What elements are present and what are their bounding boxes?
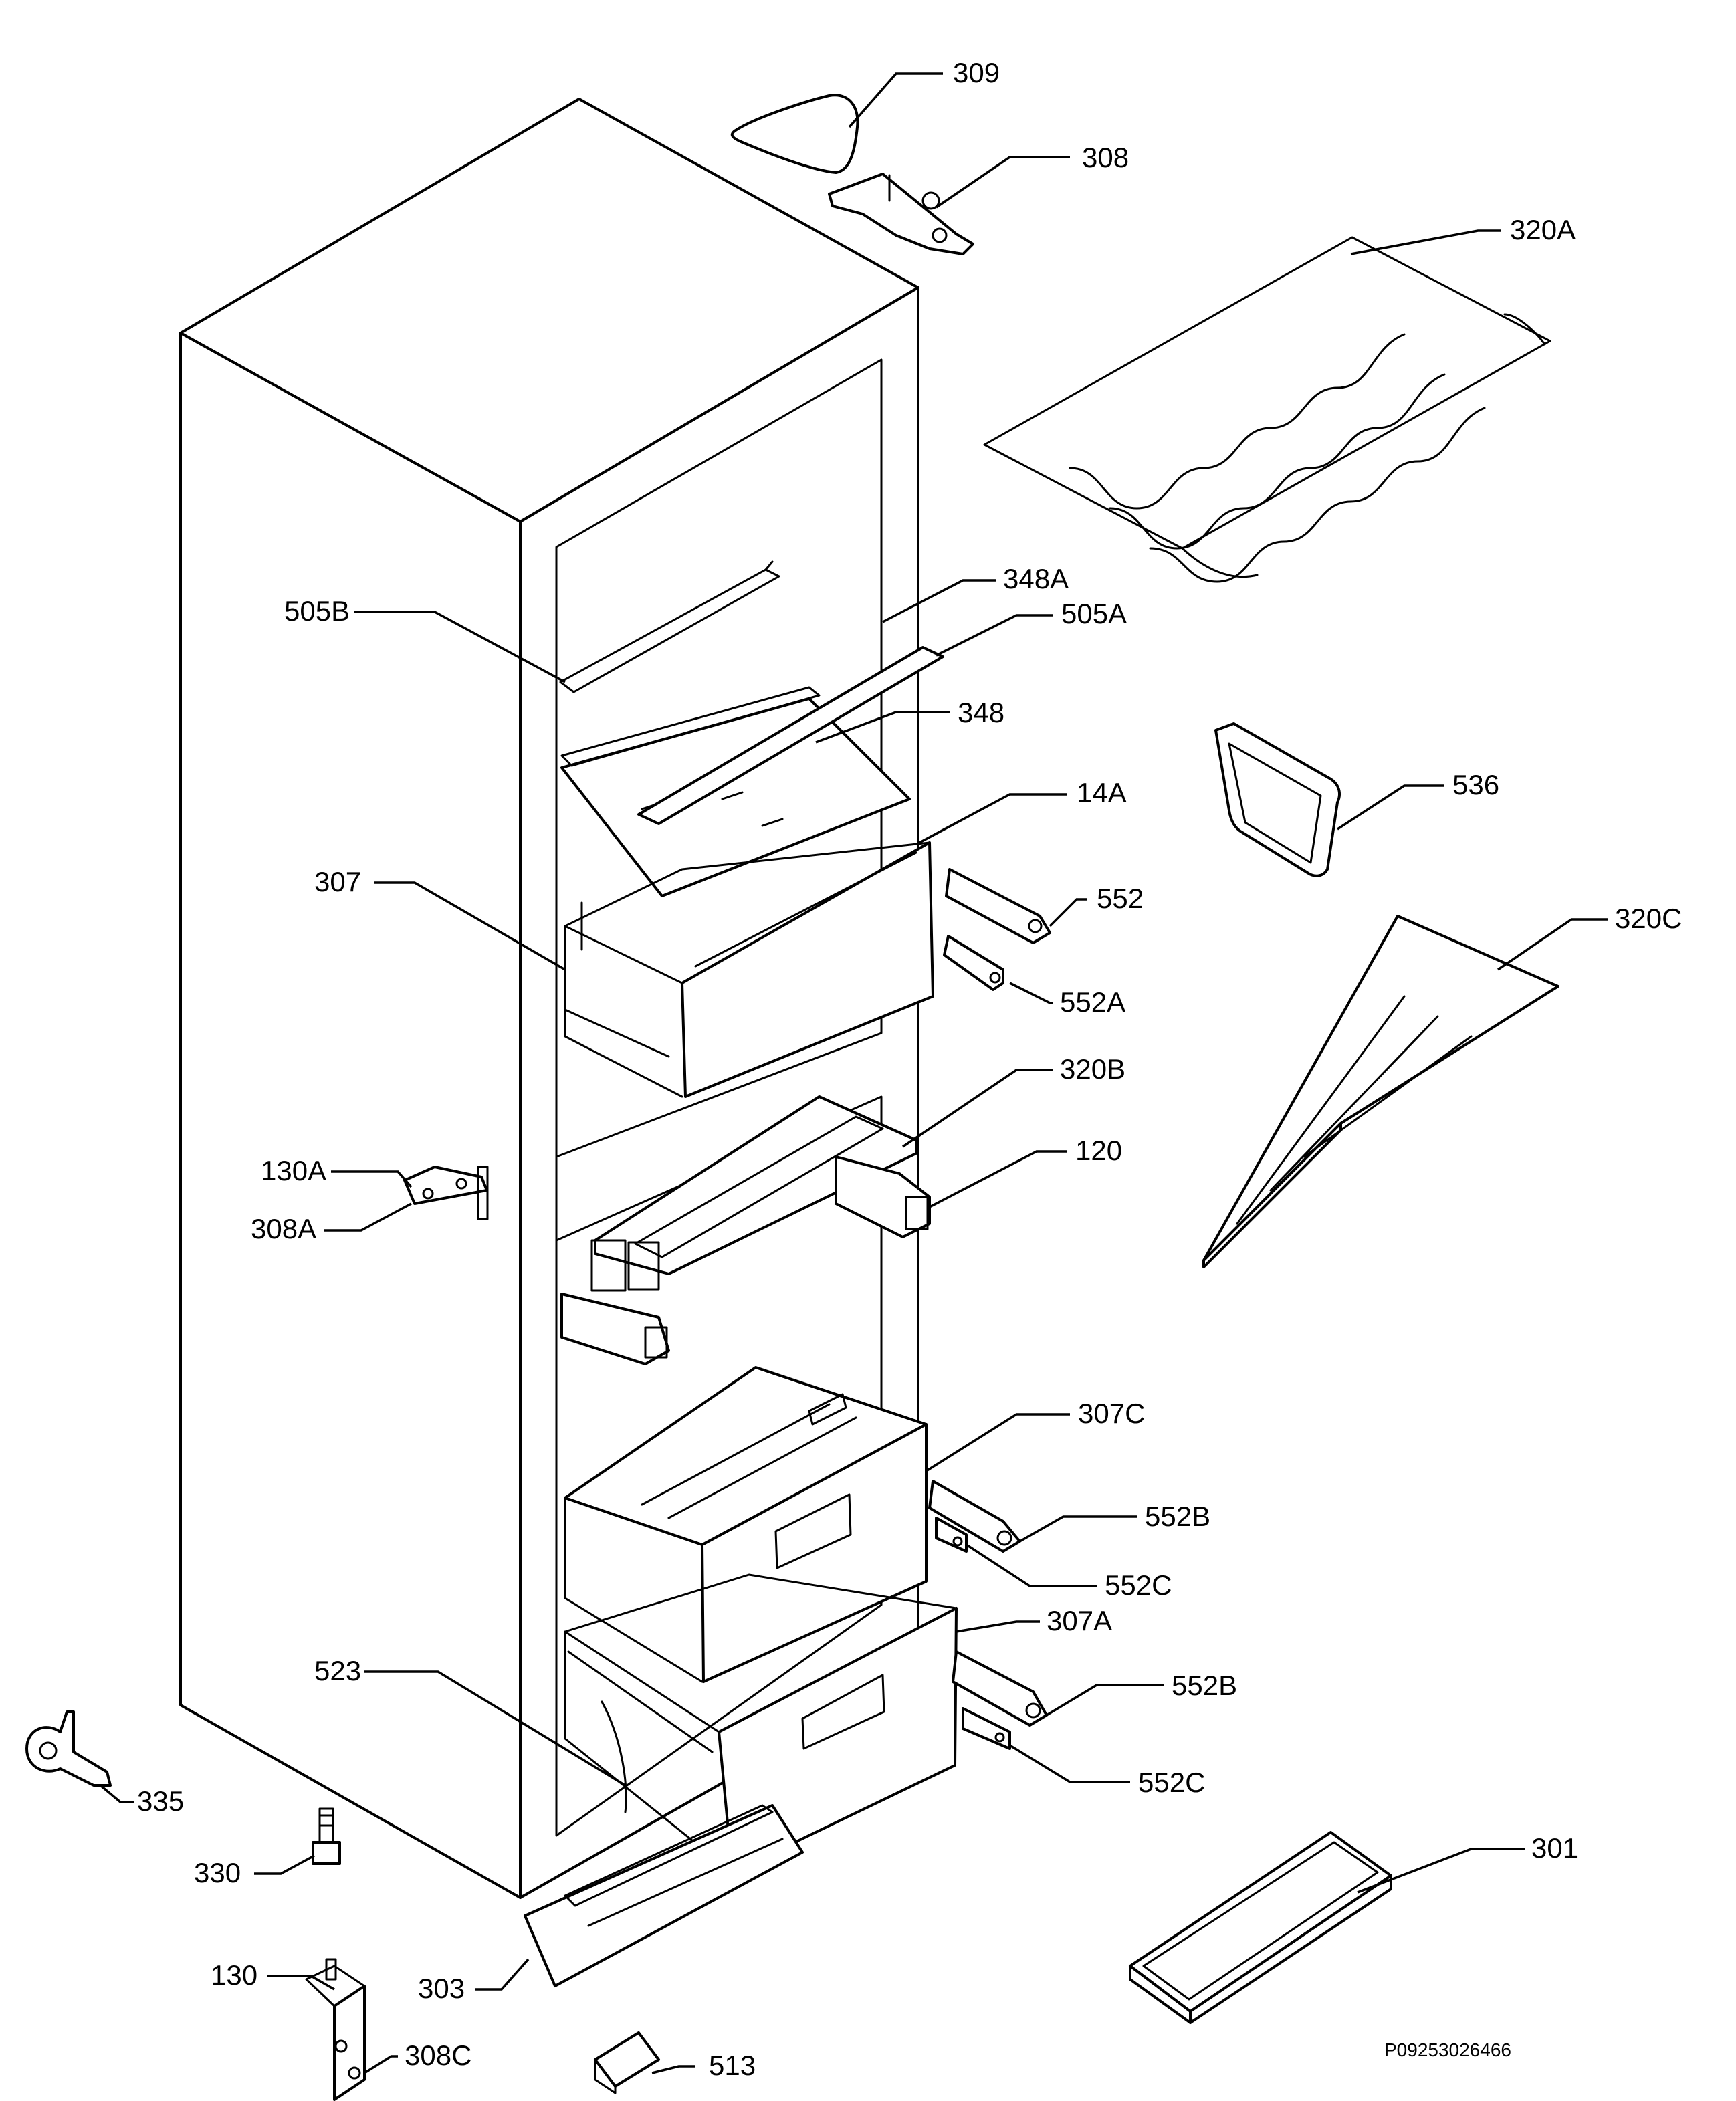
label-320c: 320C: [1615, 903, 1682, 934]
label-552b-1: 552B: [1145, 1501, 1210, 1532]
shelf-bracket-left: [560, 1293, 670, 1365]
label-330: 330: [194, 1857, 241, 1888]
shelf-trim-348a: [559, 560, 780, 693]
label-130: 130: [211, 1959, 257, 1991]
drawing-code: P09253026466: [1384, 2039, 1511, 2060]
bottle-holder-536: [1214, 722, 1341, 877]
label-14a: 14A: [1077, 777, 1127, 808]
label-308c: 308C: [405, 2039, 471, 2071]
foot-screw-330: [312, 1807, 341, 1865]
label-320b: 320B: [1060, 1053, 1125, 1085]
door-hinge-130a: [403, 1166, 489, 1220]
label-309: 309: [953, 57, 1000, 88]
shelf-320c: [1202, 915, 1559, 1268]
leader-lines: [99, 72, 1608, 2074]
kick-plate-303: [524, 1804, 804, 1987]
top-hinge-308: [828, 173, 974, 255]
shelf-bracket-120: [835, 1155, 931, 1238]
wine-rack-320a: [983, 236, 1551, 583]
label-120: 120: [1075, 1135, 1122, 1166]
cable-523: [601, 1700, 627, 1813]
label-505a: 505A: [1061, 598, 1127, 629]
clip-513: [594, 2031, 660, 2094]
rail-552b-upper: [928, 1480, 1021, 1553]
label-307: 307: [314, 866, 361, 897]
label-308: 308: [1082, 142, 1129, 173]
shelf-trim-505: [637, 646, 944, 825]
drawer-307: [564, 841, 934, 1098]
label-320a: 320A: [1510, 214, 1576, 245]
label-552b-2: 552B: [1172, 1670, 1237, 1701]
part-labels: 309 308 320A 348A 505B 505A 348 536 14A …: [137, 57, 1682, 2081]
label-513: 513: [709, 2050, 756, 2081]
label-348: 348: [958, 697, 1004, 728]
freezer-drawer-307c: [564, 1366, 928, 1683]
glass-shelf-348: [560, 686, 911, 897]
label-307a: 307A: [1047, 1605, 1112, 1636]
label-523: 523: [314, 1655, 361, 1686]
label-335: 335: [137, 1785, 184, 1817]
label-505b: 505B: [284, 595, 350, 627]
rail-552: [945, 868, 1051, 944]
label-130a: 130A: [261, 1155, 326, 1186]
label-348a: 348A: [1003, 563, 1069, 594]
rail-552c-upper: [935, 1517, 968, 1553]
label-552c-1: 552C: [1105, 1569, 1172, 1601]
label-303: 303: [418, 1973, 465, 2004]
rail-552b-lower: [952, 1650, 1048, 1727]
bottom-hinge-130: [305, 1958, 366, 2101]
door-balcony-301: [1129, 1831, 1392, 2024]
label-552: 552: [1097, 883, 1144, 914]
label-307c: 307C: [1078, 1398, 1145, 1429]
rail-552a: [943, 935, 1004, 991]
label-552a: 552A: [1060, 986, 1125, 1018]
label-301: 301: [1531, 1832, 1578, 1864]
hinge-cover-309: [730, 94, 859, 174]
rail-552c-lower: [962, 1707, 1011, 1750]
label-552c-2: 552C: [1138, 1767, 1205, 1798]
bracket-335: [25, 1710, 112, 1787]
shelf-support-320b: [590, 1095, 917, 1292]
label-536: 536: [1452, 769, 1499, 800]
label-308a: 308A: [251, 1213, 316, 1244]
